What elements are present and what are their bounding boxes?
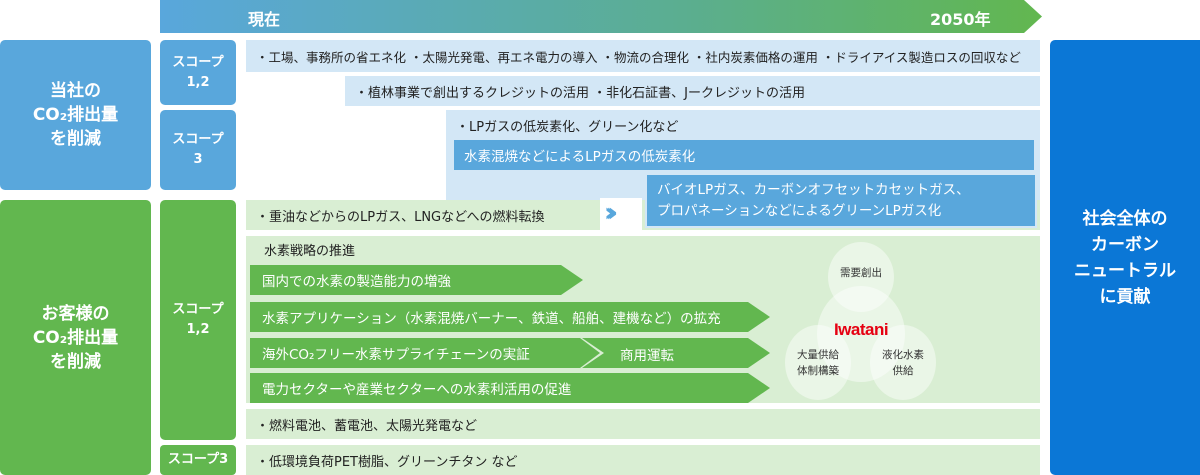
- circle-liquid-hydrogen: 液化水素供給: [870, 325, 936, 400]
- company-row-2: ・植林事業で創出するクレジットの活用 ・非化石証書、Jークレジットの活用: [345, 76, 1040, 106]
- goal-line: ニュートラル: [1074, 260, 1176, 281]
- timeline-start: 現在: [248, 10, 281, 29]
- circle-line: 液化水素: [882, 348, 924, 361]
- scope-number: 1,2: [186, 322, 210, 337]
- scope-number: 3: [193, 152, 203, 167]
- hydrogen-arrow-4: 電力セクターや産業セクターへの水素利活用の促進: [250, 373, 770, 403]
- scope-label: スコープ: [172, 132, 224, 147]
- hydrogen-title: 水素戦略の推進: [264, 243, 356, 259]
- iwatani-logo: Iwatani: [833, 320, 889, 339]
- company-scope-3: スコープ 3: [160, 110, 236, 190]
- label-line: お客様の: [41, 303, 110, 324]
- bar-line: プロパネーションなどによるグリーンLPガス化: [657, 203, 942, 219]
- goal-line: に貢献: [1099, 286, 1151, 307]
- customer-scope-12: スコープ 1,2: [160, 200, 236, 440]
- company-scope-12: スコープ 1,2: [160, 40, 236, 105]
- goal-line: カーボン: [1091, 234, 1159, 255]
- scope3-materials-row: ・低環境負荷PET樹脂、グリーンチタン など: [246, 445, 1040, 475]
- circle-center: [817, 286, 905, 382]
- chevron-arrows-icon: ›››: [600, 198, 642, 231]
- circle-supply-system: 大量供給体制構築: [785, 325, 851, 400]
- scope-label: スコープ: [172, 54, 224, 70]
- circle-line: 大量供給: [797, 348, 839, 361]
- label-line: を削減: [50, 129, 101, 149]
- scope-number: 1,2: [186, 74, 210, 90]
- hydrogen-arrow-1: 国内での水素の製造能力の増強: [250, 265, 583, 295]
- hydrogen-arrow-3: 海外CO₂フリー水素サプライチェーンの実証: [250, 338, 770, 368]
- commercial-operation-label: 商用運転: [620, 348, 674, 364]
- hydrogen-arrow-2: 水素アプリケーション（水素混焼バーナー、鉄道、船舶、建機など）の拡充: [250, 302, 770, 332]
- label-line: CO₂排出量: [32, 327, 119, 348]
- company-row-1: ・工場、事務所の省エネ化 ・太陽光発電、再エネ電力の導入 ・物流の合理化 ・社内…: [246, 40, 1040, 72]
- goal-line: 社会全体の: [1082, 208, 1168, 229]
- customer-label: お客様の CO₂排出量を削減: [0, 200, 151, 475]
- batteries-row: ・燃料電池、蓄電池、太陽光発電など: [246, 409, 1040, 439]
- label-line: 当社の: [50, 81, 101, 101]
- bar-line: バイオLPガス、カーボンオフセットカセットガス、: [657, 182, 970, 198]
- circle-demand: 需要創出: [828, 242, 894, 312]
- circle-line: 供給: [892, 364, 914, 377]
- company-label: 当社の CO₂排出量を削減: [0, 40, 151, 190]
- carbon-neutral-goal: 社会全体のカーボンニュートラルに貢献: [1050, 40, 1200, 475]
- label-line: を削減: [50, 351, 101, 372]
- customer-scope-3: スコープ3: [160, 445, 236, 475]
- timeline-arrow: 現在 2050年: [160, 0, 1042, 33]
- timeline-end: 2050年: [930, 10, 991, 29]
- circle-line: 体制構築: [797, 364, 839, 377]
- green-lp-gas-bar: バイオLPガス、カーボンオフセットカセットガス、プロパネーションなどによるグリー…: [645, 173, 1037, 228]
- label-line: CO₂排出量: [32, 105, 119, 125]
- scope-label: スコープ: [172, 302, 224, 317]
- lp-gas-low-carbon-bar: 水素混焼などによるLPガスの低炭素化: [454, 140, 1034, 170]
- company-row-3: ・LPガスの低炭素化、グリーン化など: [456, 119, 679, 135]
